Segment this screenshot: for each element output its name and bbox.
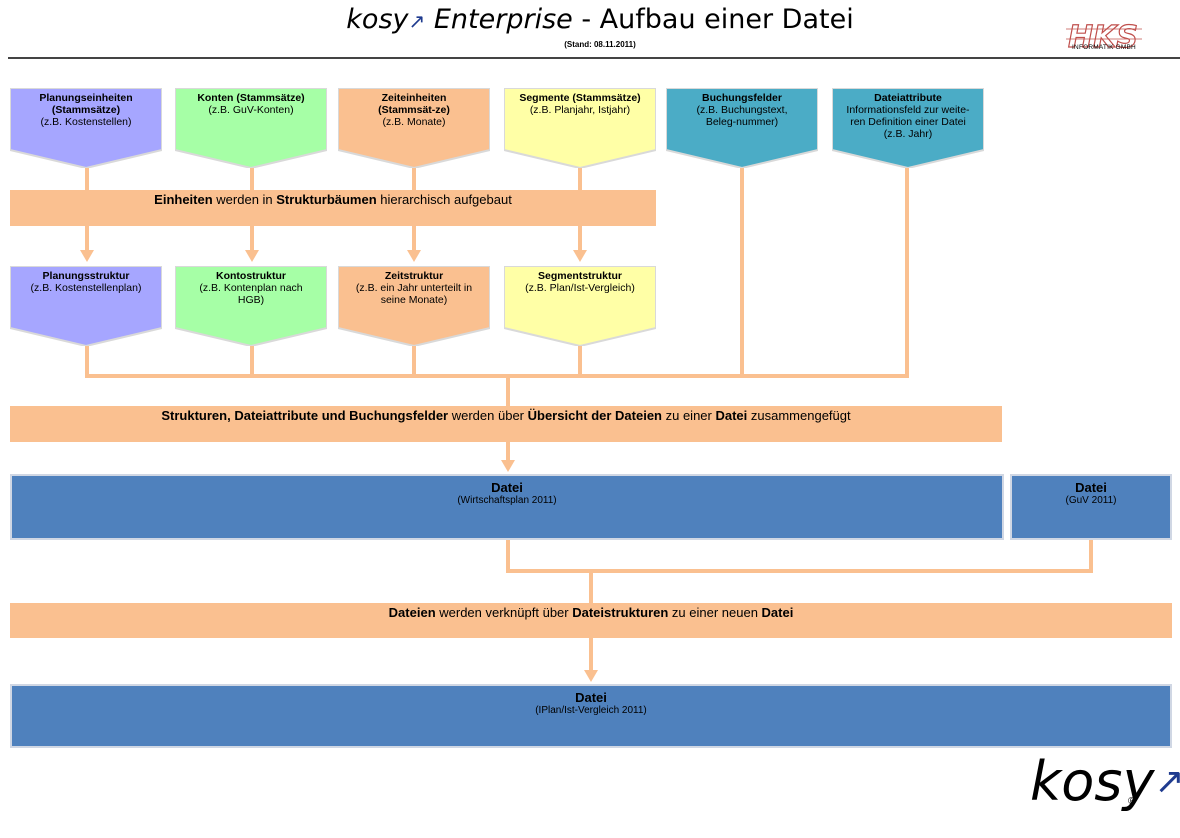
datei-title: Datei bbox=[491, 480, 523, 495]
buchungsfelder-box: Buchungsfelder(z.B. Buchungstext, Beleg-… bbox=[666, 88, 818, 168]
box-subtitle: (z.B. Planjahr, Istjahr) bbox=[529, 104, 631, 116]
box-title: Planungseinheiten (Stammsätze) bbox=[39, 92, 133, 116]
box-subtitle: (z.B. Plan/Ist-Vergleich) bbox=[525, 282, 635, 294]
box-title: Kontostruktur bbox=[216, 270, 286, 282]
band-text-bold: Strukturen, Dateiattribute und Buchungsf… bbox=[161, 408, 449, 423]
band-dateien: Dateien werden verknüpft über Dateistruk… bbox=[10, 603, 1172, 638]
datei-title: Datei bbox=[1075, 480, 1107, 495]
band-text-bold: Datei bbox=[715, 408, 748, 423]
band-text-bold: Dateien bbox=[388, 605, 436, 620]
box-subtitle: (z.B. ein Jahr unterteilt in seine Monat… bbox=[355, 282, 473, 306]
datei-title: Datei bbox=[575, 690, 607, 705]
box-title: Zeiteinheiten (Stammsät-ze) bbox=[378, 92, 450, 116]
header-divider bbox=[8, 57, 1180, 59]
zeiteinheiten-box: Zeiteinheiten (Stammsät-ze)(z.B. Monate) bbox=[338, 88, 490, 168]
band-einheiten: Einheiten werden in Strukturbäumen hiera… bbox=[10, 190, 656, 226]
company-subtitle: INFORMATIK GMBH bbox=[1072, 44, 1136, 51]
brand-name: kosy bbox=[346, 4, 409, 35]
band-text: werden verknüpft über bbox=[435, 605, 573, 620]
box-title: Konten (Stammsätze) bbox=[197, 92, 305, 104]
datei-subtitle: (Wirtschaftsplan 2011) bbox=[457, 495, 557, 506]
band-text: werden über bbox=[448, 408, 528, 423]
konten-box: Konten (Stammsätze)(z.B. GuV-Konten) bbox=[175, 88, 327, 168]
band-text-bold: Einheiten bbox=[154, 192, 213, 207]
band-text-bold: Strukturbäumen bbox=[276, 192, 377, 207]
band-text-bold: Dateistrukturen bbox=[572, 605, 669, 620]
band-text-bold: Übersicht der Dateien bbox=[527, 408, 662, 423]
box-title: Dateiattribute bbox=[874, 92, 942, 104]
band-text: hierarchisch aufgebaut bbox=[376, 192, 512, 207]
planungseinheiten-box: Planungseinheiten (Stammsätze)(z.B. Kost… bbox=[10, 88, 162, 168]
zeitstruktur-box: Zeitstruktur(z.B. ein Jahr unterteilt in… bbox=[338, 266, 490, 346]
header: kosy↗ Enterprise - Aufbau einer Datei (S… bbox=[0, 2, 1180, 49]
box-subtitle: (z.B. Kostenstellen) bbox=[40, 116, 132, 128]
brand-arrow-icon: ↗ bbox=[408, 9, 426, 33]
stand-date: (Stand: 08.11.2011) bbox=[564, 40, 636, 49]
box-title: Planungsstruktur bbox=[42, 270, 130, 282]
band-text: zu einer bbox=[662, 408, 716, 423]
datei-plan-ist-vergleich: Datei (IPlan/Ist-Vergleich 2011) bbox=[10, 684, 1172, 748]
segmentstruktur-box: Segmentstruktur(z.B. Plan/Ist-Vergleich) bbox=[504, 266, 656, 346]
box-subtitle: (z.B. Monate) bbox=[382, 116, 446, 128]
footer-brand: kosy bbox=[1030, 750, 1155, 813]
box-title: Segmente (Stammsätze) bbox=[519, 92, 641, 104]
box-title: Zeitstruktur bbox=[384, 270, 444, 282]
band-text: zu einer neuen bbox=[668, 605, 762, 620]
footer-arrow-icon: ↗ bbox=[1154, 761, 1180, 802]
page-title: kosy↗ Enterprise - Aufbau einer Datei bbox=[300, 4, 900, 35]
registered-mark: ® bbox=[1128, 796, 1136, 807]
box-subtitle: Informationsfeld zur weite-ren Definitio… bbox=[846, 104, 970, 140]
box-subtitle: (z.B. GuV-Konten) bbox=[208, 104, 294, 116]
svg-text:HKS: HKS bbox=[1068, 20, 1138, 55]
band-text: werden in bbox=[212, 192, 277, 207]
band-strukturen: Strukturen, Dateiattribute und Buchungsf… bbox=[10, 406, 1002, 442]
band-text-bold: Datei bbox=[761, 605, 794, 620]
band-text: zusammengefügt bbox=[747, 408, 851, 423]
title-rest: - Aufbau einer Datei bbox=[581, 4, 854, 35]
box-title: Segmentstruktur bbox=[537, 270, 622, 282]
kosy-logo: kosy↗ bbox=[1030, 752, 1180, 812]
kontostruktur-box: Kontostruktur(z.B. Kontenplan nach HGB) bbox=[175, 266, 327, 346]
datei-subtitle: (IPlan/Ist-Vergleich 2011) bbox=[535, 705, 647, 716]
planungsstruktur-box: Planungsstruktur(z.B. Kostenstellenplan) bbox=[10, 266, 162, 346]
box-subtitle: (z.B. Buchungstext, Beleg-nummer) bbox=[696, 104, 788, 128]
box-title: Buchungsfelder bbox=[702, 92, 782, 104]
datei-wirtschaftsplan: Datei (Wirtschaftsplan 2011) bbox=[10, 474, 1004, 540]
box-subtitle: (z.B. Kostenstellenplan) bbox=[30, 282, 142, 294]
box-subtitle: (z.B. Kontenplan nach HGB) bbox=[199, 282, 303, 306]
enterprise-label: Enterprise bbox=[433, 4, 573, 35]
datei-guv: Datei (GuV 2011) bbox=[1010, 474, 1172, 540]
segmente-box: Segmente (Stammsätze)(z.B. Planjahr, Ist… bbox=[504, 88, 656, 168]
datei-subtitle: (GuV 2011) bbox=[1065, 495, 1117, 506]
hks-logo: HKS bbox=[1066, 19, 1142, 56]
